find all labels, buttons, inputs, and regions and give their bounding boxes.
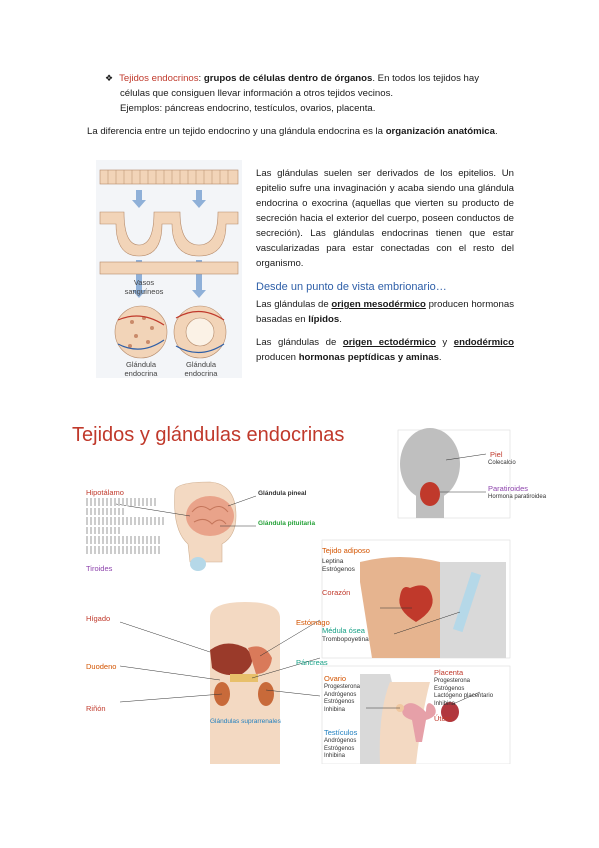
embryo-p1-mid: producen hormonas basadas en: [256, 299, 514, 325]
label-duodeno: Duodeno: [86, 662, 117, 671]
embryo-p2-start: Las glándulas de: [256, 337, 337, 348]
intro-term: Tejidos endocrinos: [119, 73, 199, 84]
embryo-p1-bold: lípidos: [308, 314, 340, 325]
gland-formation-illustration: [99, 169, 239, 359]
label-glandula-pineal: Glándula pineal: [258, 490, 307, 497]
label-glandula-pituitaria: Glándula pituitaria: [258, 520, 316, 527]
label-medula-osea: Médula ósea: [322, 626, 365, 635]
label-tejido-adiposo-items: Leptina Estrógenos: [322, 558, 355, 573]
embryo-p1-start: Las glándulas de: [256, 299, 329, 310]
label-ovario: Ovario: [324, 674, 347, 683]
embryo-p2-bold: hormonas peptídicas y aminas: [298, 352, 439, 363]
embryo-p1-end: .: [339, 314, 342, 325]
label-testiculos: Testículos: [324, 728, 358, 737]
intro-line-1: ❖ Tejidos endocrinos: grupos de células d…: [105, 71, 520, 86]
label-glandulas-suprarrenales: Glándulas suprarrenales: [210, 718, 281, 725]
gland-formation-figure: Vasos sanguíneos Glándula endocrina Glán…: [96, 160, 242, 378]
label-piel: Piel: [490, 450, 503, 459]
label-placenta: Placenta: [434, 668, 464, 677]
label-pancreas: Páncreas: [296, 658, 328, 667]
label-utero: Útero: [434, 714, 453, 723]
caption-right: Glándula endocrina: [184, 360, 218, 378]
intro-definition: grupos de células dentro de órganos: [203, 73, 373, 84]
label-estomago: Estómago: [296, 618, 330, 627]
difference-end: .: [494, 126, 498, 137]
label-placenta-items: Progesterona Estrógenos Lactógeno placen…: [434, 678, 494, 707]
intro-paragraph: ❖ Tejidos endocrinos: grupos de células d…: [105, 71, 520, 116]
intro-colon: :: [198, 73, 202, 84]
embryo-p2-and: y: [442, 337, 448, 348]
label-ovario-items: Progesterona Andrógenos Estrógenos Inhib…: [324, 684, 361, 713]
label-paratiroides-sub: Hormona paratiroidea: [488, 494, 547, 500]
embryo-paragraph-1: Las glándulas de origen mesodérmico prod…: [256, 297, 514, 327]
label-testiculos-items: Andrógenos Estrógenos Inhibina: [324, 738, 357, 760]
bullet-icon: ❖: [105, 73, 114, 83]
hipotalamo-list: [86, 498, 176, 554]
difference-highlight: organización anatómica: [385, 126, 495, 137]
intro-line-2: células que consiguen llevar información…: [120, 88, 394, 99]
label-corazon: Corazón: [322, 588, 351, 597]
embryo-p2-mid: producen: [256, 352, 297, 363]
label-tejido-adiposo: Tejido adiposo: [322, 546, 370, 555]
embryo-p2-term2: endodérmico: [453, 337, 514, 348]
intro-rest: . En todos los tejidos hay: [372, 73, 480, 84]
overview-title: Tejidos y glándulas endocrinas: [72, 424, 345, 446]
embryo-paragraph-2: Las glándulas de origen ectodérmico y en…: [256, 335, 514, 365]
embryo-p1-term: origen mesodérmico: [331, 299, 426, 310]
label-medula-osea-sub: Trombopoyetina: [322, 636, 369, 643]
endocrine-overview-figure: Tejidos y glándulas endocrinas Piel Cole…: [60, 412, 546, 765]
label-hipotalamo: Hipotálamo: [86, 488, 124, 497]
label-paratiroides: Paratiroides: [488, 484, 529, 493]
label-tiroides: Tiroides: [86, 564, 113, 573]
endocrine-overview-illustration: [115, 428, 511, 765]
vessels-label: Vasos sanguíneos: [124, 278, 164, 296]
label-rinon: Riñón: [86, 704, 106, 713]
caption-left: Glándula endocrina: [124, 360, 158, 378]
embryo-p2-end: .: [438, 352, 442, 363]
difference-sentence: La diferencia entre un tejido endocrino …: [87, 124, 527, 139]
label-piel-sub: Colecalcio: [488, 460, 516, 466]
epithelium-paragraph: Las glándulas suelen ser derivados de lo…: [256, 168, 514, 269]
embryo-heading: Desde un punto de vista embrionario…: [256, 281, 447, 293]
embryo-p2-term1: origen ectodérmico: [342, 337, 436, 348]
intro-line-3: Ejemplos: páncreas endocrino, testículos…: [120, 103, 376, 114]
difference-text: La diferencia entre un tejido endocrino …: [87, 126, 384, 137]
label-higado: Hígado: [86, 614, 111, 623]
